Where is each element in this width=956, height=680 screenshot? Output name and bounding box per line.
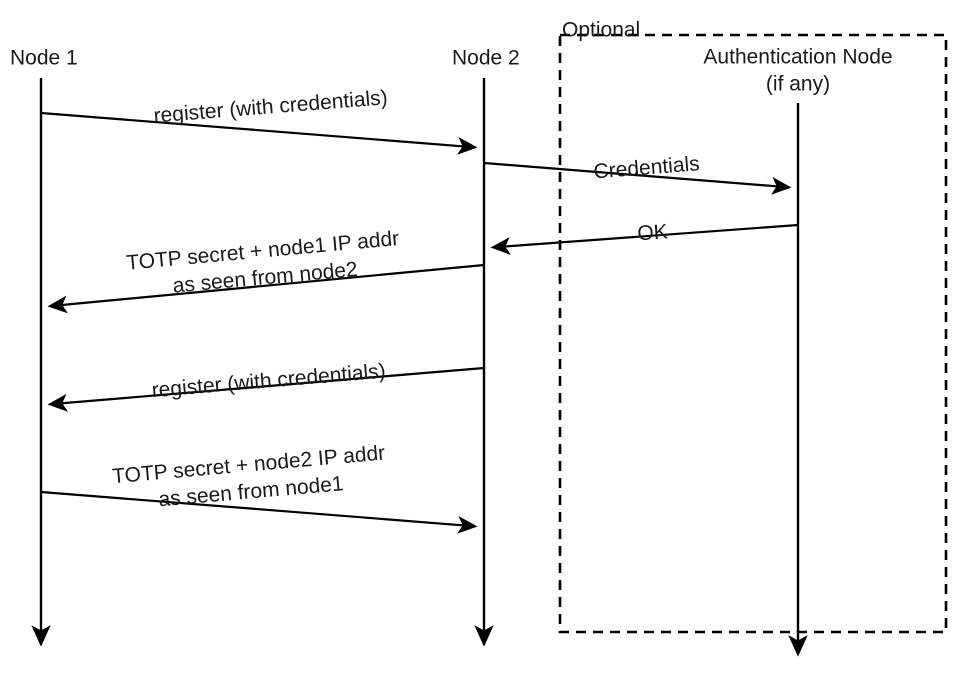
group-dashed-border [558, 33, 948, 634]
group-label: Optional [562, 18, 640, 41]
lifeline-label-auth: (if any) [766, 72, 830, 95]
message-arrow [47, 263, 485, 314]
lifeline-auth[interactable]: Authentication Node (if any) [703, 45, 893, 657]
group-frames-layer: Optional [558, 18, 948, 634]
message-msg-credentials[interactable]: Credentials [483, 152, 792, 195]
message-msg-ok[interactable]: OK [490, 220, 799, 255]
messages-layer: register (with credentials) CredentialsOK… [40, 86, 799, 534]
message-label-group: register (with credentials) [151, 360, 387, 403]
message-arrow [40, 111, 478, 155]
lifelines-layer: Node 1 Node 2 Authentication Node (if any) [10, 45, 893, 657]
message-msg-register-2[interactable]: register (with credentials) [47, 360, 485, 412]
lifeline-node1[interactable]: Node 1 [10, 46, 78, 647]
message-arrow [47, 366, 485, 412]
lifeline-label-node1: Node 1 [10, 46, 78, 69]
message-arrow [490, 223, 799, 255]
lifeline-label-auth: Authentication Node [703, 45, 892, 68]
lifeline-node2[interactable]: Node 2 [452, 46, 520, 647]
message-label-group: register (with credentials) [153, 86, 389, 127]
lifeline-label-node2: Node 2 [452, 46, 520, 69]
optional-group-frame: Optional [558, 18, 948, 634]
message-msg-register-1[interactable]: register (with credentials) [40, 86, 478, 155]
message-label-group: OK [637, 220, 669, 245]
message-arrow [483, 161, 792, 195]
message-label-line: register (with credentials) [151, 360, 387, 403]
message-label-line: OK [637, 220, 669, 245]
message-label-line: register (with credentials) [153, 86, 389, 127]
message-arrow [40, 490, 478, 534]
